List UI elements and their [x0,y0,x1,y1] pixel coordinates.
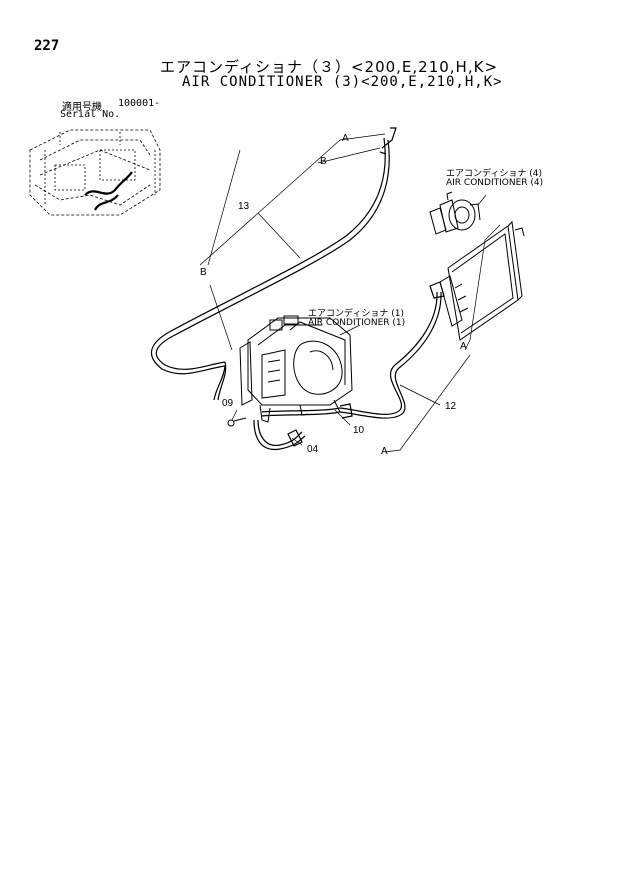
callout-b-left: B [200,267,207,278]
callout-a-right: A [460,341,467,352]
page-title-japanese: エアコンディショナ（３）<200,E,210,H,K> [160,58,499,76]
reference-label-ac1-japanese: エアコンディショナ (1) [308,309,404,319]
reference-label-ac4-japanese: エアコンディショナ (4) [446,169,542,179]
hose-10 [261,403,353,419]
reference-label-ac1-english: AIR CONDITIONER (1) [308,318,406,328]
hose-04 [253,419,306,451]
leader-lines [199,133,501,453]
part-number-09: 09 [222,398,234,409]
part-number-04: 04 [307,444,319,455]
reference-label-ac4-english: AIR CONDITIONER (4) [446,178,544,188]
part-number-12: 12 [445,401,457,412]
callout-a-bottom: A [381,446,388,457]
page-title-english: AIR CONDITIONER (3)<200,E,210,H,K> [182,74,503,90]
condenser-unit [439,220,525,341]
part-number-10: 10 [353,425,365,436]
page-number: 227 [34,38,60,54]
air-conditioner-main-unit [239,315,353,423]
machine-overview-thumbnail [29,129,161,216]
clamp-09 [227,417,247,427]
callout-a-top: A [342,133,349,144]
serial-number-value: 100001- [118,98,161,109]
callout-b-top: B [320,156,327,167]
hose-12 [339,281,445,419]
serial-label-japanese: 適用号機 [62,102,102,113]
compressor-unit [429,191,481,235]
hose-13 [150,127,397,401]
part-number-13: 13 [238,201,250,212]
serial-label-english: Serial No. [60,109,121,120]
